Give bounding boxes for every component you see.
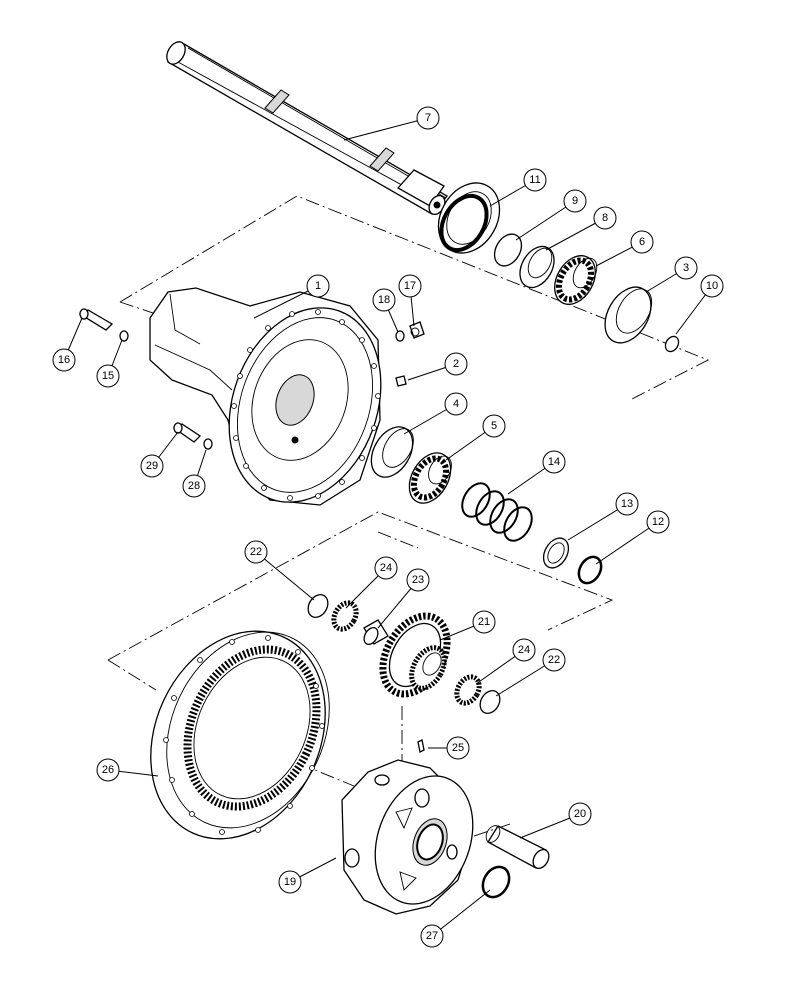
svg-text:11: 11	[529, 174, 540, 186]
bearing-cup-lower	[370, 426, 414, 478]
washer-upper	[119, 330, 129, 342]
svg-text:17: 17	[404, 280, 416, 292]
shim-set	[461, 482, 533, 542]
svg-text:26: 26	[102, 764, 114, 776]
plug	[664, 335, 680, 353]
callout-28: 28	[182, 474, 206, 498]
svg-text:6: 6	[639, 236, 645, 248]
callout-7: 7	[416, 106, 440, 130]
planet-pin	[485, 825, 550, 869]
svg-text:24: 24	[380, 562, 392, 574]
callout-1: 1	[306, 274, 330, 298]
needle-bearing-left	[331, 600, 359, 632]
callout-13: 13	[615, 492, 639, 516]
svg-text:24: 24	[518, 644, 530, 656]
svg-text:18: 18	[378, 294, 390, 306]
spacer-tube	[363, 619, 389, 646]
svg-text:9: 9	[572, 195, 578, 207]
dowel-pin	[395, 375, 407, 387]
svg-text:22: 22	[250, 546, 262, 558]
svg-text:23: 23	[412, 574, 424, 586]
tapered-roller-bearing-upper	[554, 255, 598, 305]
svg-text:4: 4	[453, 398, 459, 410]
svg-text:27: 27	[426, 930, 438, 942]
bearing-cup-upper	[604, 286, 653, 344]
svg-text:2: 2	[453, 358, 459, 370]
callout-17: 17	[398, 274, 422, 298]
needle-bearing-right	[454, 674, 482, 706]
callout-21: 21	[472, 610, 496, 634]
callout-5: 5	[482, 414, 506, 438]
callout-29: 29	[140, 454, 164, 478]
snap-ring-upper	[577, 555, 603, 585]
washer-lower	[203, 438, 213, 450]
svg-text:20: 20	[574, 808, 586, 820]
callout-24-left: 24	[374, 556, 398, 580]
axle-housing	[149, 287, 382, 506]
callout-27: 27	[420, 924, 444, 948]
callout-26: 26	[96, 758, 120, 782]
callouts: 1 2 3 4 5 6 7 8 9 10 11 12 13 14 15 16 1…	[52, 106, 724, 948]
callout-12: 12	[646, 510, 670, 534]
svg-text:7: 7	[425, 112, 431, 124]
svg-text:5: 5	[491, 420, 497, 432]
callout-11: 11	[523, 168, 547, 192]
callout-14: 14	[542, 450, 566, 474]
roll-pin	[417, 739, 425, 753]
svg-text:21: 21	[478, 616, 490, 628]
callout-19: 19	[278, 870, 302, 894]
svg-text:13: 13	[621, 498, 633, 510]
ring-gear	[150, 630, 330, 840]
thrust-washer	[542, 537, 570, 569]
callout-2: 2	[444, 352, 468, 376]
svg-text:28: 28	[188, 480, 200, 492]
breather-washer	[395, 330, 405, 342]
callout-15: 15	[96, 364, 120, 388]
svg-text:16: 16	[58, 354, 70, 366]
callout-24-right: 24	[512, 638, 536, 662]
svg-text:8: 8	[602, 212, 608, 224]
svg-text:25: 25	[452, 742, 464, 754]
callout-8: 8	[593, 206, 617, 230]
svg-text:1: 1	[315, 280, 321, 292]
seal	[437, 182, 501, 254]
callout-20: 20	[568, 802, 592, 826]
callout-22-right: 22	[542, 648, 566, 672]
callout-10: 10	[700, 274, 724, 298]
svg-text:15: 15	[102, 370, 114, 382]
svg-text:14: 14	[548, 456, 560, 468]
callout-23: 23	[406, 568, 430, 592]
svg-text:3: 3	[683, 262, 689, 274]
drive-shaft	[166, 41, 448, 215]
planet-gear	[379, 612, 451, 698]
svg-text:19: 19	[284, 876, 296, 888]
bolt-upper	[78, 308, 114, 331]
callout-6: 6	[630, 230, 654, 254]
thrust-washer-left	[307, 594, 329, 618]
tapered-roller-bearing-lower	[408, 452, 452, 504]
callout-16: 16	[52, 348, 76, 372]
thrust-washer-right	[479, 690, 501, 714]
callout-25: 25	[446, 736, 470, 760]
callout-18: 18	[372, 288, 396, 312]
planet-carrier	[341, 759, 474, 915]
o-ring	[493, 233, 523, 267]
svg-text:10: 10	[706, 280, 718, 292]
svg-text:29: 29	[146, 460, 158, 472]
callout-4: 4	[444, 392, 468, 416]
snap-ring-lower	[481, 865, 511, 899]
bearing-spacer	[519, 245, 555, 289]
svg-text:12: 12	[652, 516, 664, 528]
callout-9: 9	[563, 189, 587, 213]
callout-3: 3	[674, 256, 698, 280]
callout-22-left: 22	[244, 540, 268, 564]
svg-text:22: 22	[548, 654, 560, 666]
bolt-lower	[172, 422, 202, 443]
breather-fitting	[409, 321, 425, 339]
